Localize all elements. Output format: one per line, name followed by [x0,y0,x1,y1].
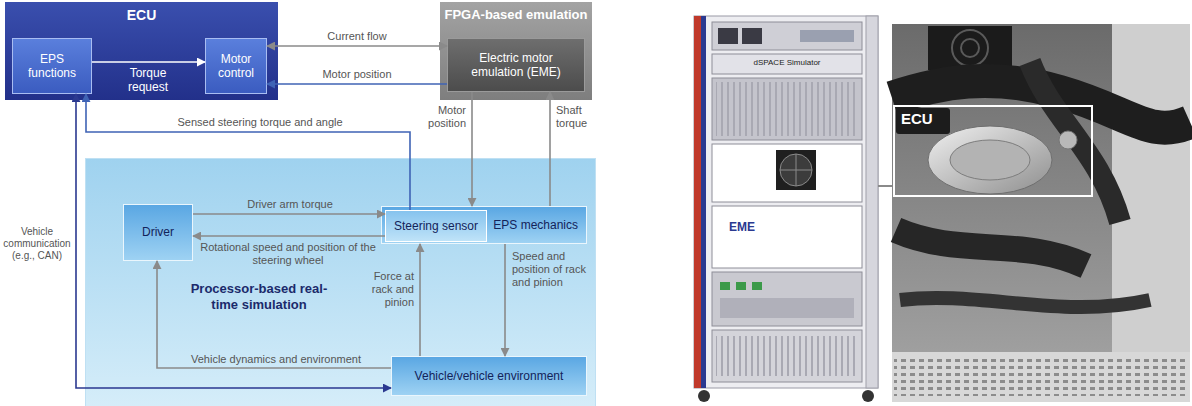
rack-side-red [694,16,701,388]
node-text: EPS functions [17,52,87,81]
rack-connector [800,30,854,42]
signal-arrow [267,45,447,47]
node-text: Motor control [210,52,262,81]
rack-name-panel [712,54,862,74]
function-block: EPS functions [12,38,92,94]
edge-label: Vehicle dynamics and environment [168,353,384,366]
emulator-block: Electric motor emulation (EME) [447,38,585,92]
photo-shadow [896,108,950,134]
screw [1059,131,1077,149]
rack-connector [742,28,762,44]
rack-fan-panel [712,144,862,202]
sensor-block: Steering sensor [385,210,487,242]
node-text: EPS mechanics [493,218,578,232]
edge-label: Rotational speed and position of the ste… [198,241,378,267]
edge-label: Shaft torque [556,104,598,130]
signal-arrow [504,244,506,356]
signal-arrow [157,261,391,368]
rack-connector [718,28,738,44]
function-block: Motor control [205,38,267,94]
signal-arrow [471,92,473,206]
fan-grille [780,154,812,186]
rack-slots [716,82,858,136]
mechanics-block: EPS mechanics Steering sensor [381,206,587,244]
node-text: FPGA-based emulation [444,7,587,23]
edge-label: Driver arm torque [200,198,380,211]
photo-background [892,24,1190,402]
zoom-leader [878,185,892,187]
eme-panel [712,206,862,268]
rack-side-blue [701,16,706,388]
cable [896,230,1086,266]
edge-label: Motor position [404,104,466,130]
model-block: Driver [123,204,193,261]
edge-label: Speed and position of rack and pinion [512,250,592,290]
node-text: Vehicle/vehicle environment [415,369,564,383]
photo-fan-ring [952,30,988,66]
fan-rotor [780,154,812,186]
node-text: Electric motor emulation (EME) [454,51,578,80]
edge-label: Current flow [297,30,417,43]
rack-module [712,272,862,326]
edge-label: Force at rack and pinion [352,270,414,310]
rack-led [752,282,762,290]
fpga-box: FPGA-based emulationElectric motor emula… [440,2,592,100]
signal-arrow [92,61,205,63]
photo-callout: ECU [893,105,1093,197]
signal-arrow [549,92,551,206]
edge-label: Motor position [297,68,417,81]
node-text: ECU [901,110,933,128]
signal-arrow [193,235,385,237]
ecu-housing [928,126,1052,194]
rack-slots [716,336,858,376]
rack-wheel [698,390,710,402]
rack-side-right [866,16,878,388]
rack-card [720,298,854,318]
rack-nameplate: dSPACE Simulator [727,58,847,68]
fan-housing [776,150,816,190]
photo-fan [928,26,1012,70]
signal-arrow [193,213,385,215]
rack-module [712,22,862,50]
rack-module [712,330,862,382]
photo-fan-ring [961,39,979,57]
rack-wheel [862,390,874,402]
rack-frame [694,16,878,388]
edge-label: Sensed steering torque and angle [130,116,390,129]
node-text: ECU [127,7,157,24]
signal-arrow [419,244,421,356]
edge-label: Vehicle communication (e.g., CAN) [2,226,72,262]
module-label: EME [720,220,764,234]
model-block: Vehicle/vehicle environment [391,356,587,396]
edge-label: Torque request [110,66,186,95]
cable [900,298,1150,307]
node-text: Driver [142,225,174,239]
ecu-cover [950,140,1030,180]
signal-arrow [267,83,447,85]
rack-led [720,282,730,290]
rack-led [736,282,746,290]
signal-arrow [76,94,391,388]
rail [892,352,1190,402]
node-text: Steering sensor [394,219,478,233]
signal-arrow [86,94,410,210]
node-text: Processor-based real-time simulation [184,281,334,312]
rack-module [712,78,862,140]
rail-holes [894,358,1188,396]
